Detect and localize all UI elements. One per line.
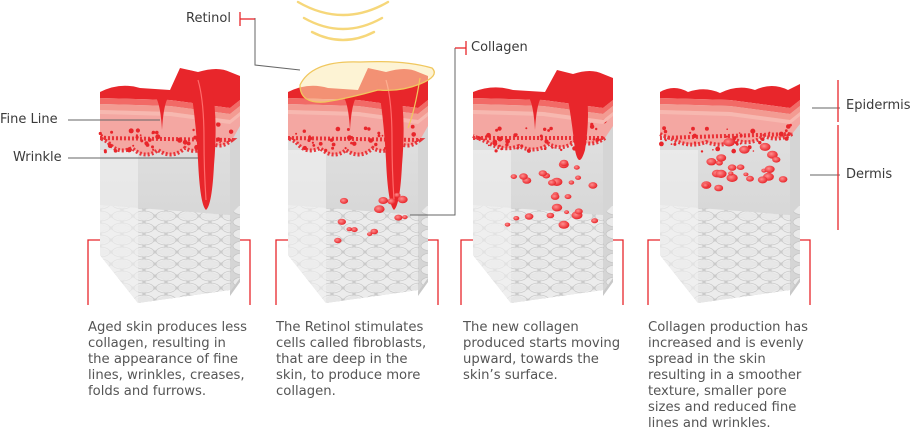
skin-block-stage-3 (472, 70, 613, 303)
collagen-dot (564, 194, 572, 200)
retinol-droplet (299, 60, 435, 103)
collagen-dot (714, 184, 724, 192)
collagen-dot (746, 175, 754, 182)
collagen-dot (739, 145, 750, 154)
collagen-dot (573, 165, 580, 170)
collagen-dot (374, 205, 385, 214)
collagen-dot (723, 138, 735, 147)
skin-block-stage-4 (659, 84, 800, 303)
collagen-dot (727, 164, 737, 171)
collagen-dot (397, 195, 408, 204)
collagen-dot (378, 197, 388, 204)
collagen-dot (504, 222, 511, 227)
bracket (87, 239, 251, 305)
collagen-dot (757, 176, 768, 184)
collagen-dot (591, 218, 599, 224)
collagen-dot (716, 154, 727, 162)
retinol-drip (407, 77, 421, 129)
collagen-dot (337, 218, 346, 225)
stage-brackets (87, 239, 811, 305)
collagen-dot (559, 159, 569, 167)
collagen-dot (510, 174, 517, 180)
dermis-label: Dermis (846, 167, 893, 182)
collagen-dot (519, 173, 528, 180)
collagen-dot (546, 212, 555, 219)
collagen-dot (702, 183, 709, 188)
collagen-dot (568, 180, 575, 185)
collagen-dot (778, 176, 788, 183)
collagen-dot (715, 160, 723, 166)
collagen-dot (558, 220, 570, 229)
collagen-dot (550, 193, 560, 200)
label-ticks (239, 12, 839, 230)
collagen-dot (588, 182, 598, 189)
leader-lines (68, 18, 840, 216)
collagen-dot (726, 173, 738, 182)
collagen-dot (772, 156, 781, 163)
collagen-dot (394, 214, 403, 221)
collagen-dot (524, 213, 534, 220)
caption-stage-1: Aged skin produces less collagen, result… (88, 320, 248, 399)
skin-blocks (98, 68, 800, 303)
collagen-dot (538, 170, 547, 177)
collagen-dot (394, 192, 401, 198)
wrinkle-label: Wrinkle (13, 150, 62, 165)
collagen-dot (767, 150, 778, 159)
collagen-dot (764, 165, 775, 173)
skin-block-stage-2 (287, 68, 428, 303)
collagen-dot (351, 227, 358, 233)
collagen-dot (706, 158, 717, 166)
collagen-dot (736, 164, 745, 170)
epidermis-label: Epidermis (846, 98, 911, 113)
collagen-dot (575, 175, 582, 180)
bracket (275, 239, 439, 305)
collagen-dot (370, 228, 378, 235)
collagen-dot (564, 210, 570, 215)
caption-stage-3: The new collagen produced starts moving … (463, 320, 621, 383)
collagen-dot (551, 203, 563, 212)
collagen-dot (728, 171, 734, 176)
retinol-waves (296, 0, 390, 42)
collagen-dot (334, 237, 342, 244)
bracket (460, 239, 624, 305)
collagen-dot (387, 198, 396, 205)
fine-line-label: Fine Line (0, 112, 58, 127)
retinol-label: Retinol (186, 11, 231, 26)
collagen-dot (513, 216, 520, 221)
skin-block-stage-1 (98, 68, 240, 303)
collagen-dot (759, 142, 771, 151)
collagen-label: Collagen (471, 40, 528, 55)
collagen-dot (346, 227, 353, 232)
collagen-dot (715, 169, 727, 178)
caption-stage-4: Collagen production has increased and is… (648, 320, 809, 431)
collagen-dot (743, 172, 749, 177)
collagen-dot (367, 232, 373, 237)
caption-stage-2: The Retinol stimulates cells called fibr… (276, 320, 427, 399)
collagen-dot (402, 215, 408, 220)
collagen-dot (339, 197, 349, 204)
bracket (647, 239, 811, 305)
collagen-dot (574, 208, 583, 215)
collagen-dot (548, 179, 556, 186)
